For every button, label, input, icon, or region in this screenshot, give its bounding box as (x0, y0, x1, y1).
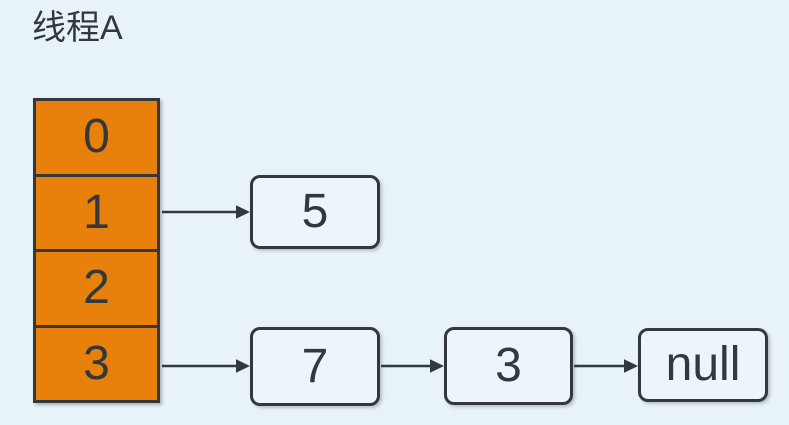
array-cell-3: 3 (36, 328, 157, 401)
arrowhead-bucket3-to-node7-icon (236, 359, 250, 373)
node-box-5: 5 (250, 175, 380, 249)
array-cell-2-label: 2 (83, 261, 110, 315)
node-box-7: 7 (250, 327, 380, 406)
node-3-value: 3 (495, 339, 522, 392)
array-cell-1-label: 1 (83, 185, 110, 239)
node-box-3: 3 (444, 327, 573, 405)
arrowhead-bucket1-to-node5-icon (236, 205, 250, 219)
arrowhead-node7-to-node3-icon (430, 359, 444, 373)
node-7-value: 7 (301, 339, 329, 393)
hash-bucket-array: 0 1 2 3 (33, 98, 160, 403)
array-cell-2: 2 (36, 252, 157, 328)
thread-a-title: 线程A (32, 9, 123, 47)
array-cell-0: 0 (36, 101, 157, 177)
array-cell-1: 1 (36, 177, 157, 252)
node-5-value: 5 (301, 185, 329, 238)
array-cell-3-label: 3 (83, 336, 110, 390)
node-null-value: null (665, 338, 741, 391)
array-cell-0-label: 0 (83, 110, 110, 164)
arrowhead-node3-to-null-icon (624, 359, 638, 373)
node-box-null: null (638, 328, 768, 402)
